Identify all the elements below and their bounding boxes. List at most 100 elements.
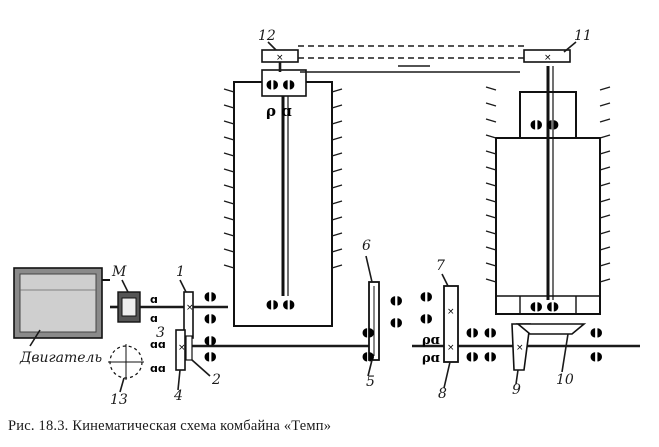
rib <box>485 262 497 267</box>
coupling-m <box>110 291 141 323</box>
svg-text:◖◗: ◖◗ <box>466 325 479 339</box>
rib <box>331 216 343 221</box>
figure-caption: Рис. 18.3. Кинематическая схема комбайна… <box>8 418 332 434</box>
rib <box>331 184 343 189</box>
svg-text:◖◗: ◖◗ <box>204 311 217 325</box>
svg-text:◖◗: ◖◗ <box>590 349 603 363</box>
svg-text:×: × <box>544 53 552 63</box>
rib <box>599 118 611 123</box>
rib <box>599 166 611 171</box>
rib <box>599 198 611 203</box>
rib <box>223 200 235 205</box>
rib <box>223 264 235 269</box>
label-5: 5 <box>366 374 375 390</box>
rib <box>599 134 611 139</box>
label-12: 12 <box>258 28 276 44</box>
svg-text:ρɑ: ρɑ <box>422 351 440 366</box>
svg-text:×: × <box>178 343 186 353</box>
rib <box>599 182 611 187</box>
label-4: 4 <box>173 388 183 404</box>
rib <box>331 264 343 269</box>
coupling-leader <box>121 279 129 293</box>
rib <box>485 166 497 171</box>
svg-text:◖◗ ◖◗: ◖◗ ◖◗ <box>530 299 559 313</box>
engine-leader <box>29 329 41 347</box>
rib <box>223 152 235 157</box>
svg-text:×: × <box>276 53 284 63</box>
rib <box>485 134 497 139</box>
label-9: 9 <box>512 382 521 398</box>
engine-label: Двигатель <box>19 350 102 366</box>
chain-drive-top: × × <box>261 45 571 73</box>
label-7: 7 <box>436 258 445 274</box>
gear-9-10: × ◖◗ ◖◗ ◖◗ ◖◗ <box>484 323 603 371</box>
svg-text:◖◗: ◖◗ <box>420 289 433 303</box>
label-13: 13 <box>110 392 128 408</box>
label-3: 3 <box>156 325 165 341</box>
svg-text:ρɑ: ρɑ <box>422 333 440 348</box>
bearing-left-lower: ɑɑ ɑɑ <box>150 338 166 375</box>
svg-text:ɑɑ: ɑɑ <box>150 338 166 351</box>
rib <box>223 184 235 189</box>
drum-right: ◖◗ ◖◗ ◖◗ ◖◗ <box>495 66 601 315</box>
svg-text:◖◗: ◖◗ <box>484 349 497 363</box>
svg-text:◖◗: ◖◗ <box>590 325 603 339</box>
svg-text:◖◗: ◖◗ <box>466 349 479 363</box>
rib <box>223 120 235 125</box>
gear-6-5: ◖◗ ◖◗ ◖◗ ◖◗ <box>362 281 403 363</box>
drum-left-hatching <box>223 88 343 269</box>
rib <box>331 168 343 173</box>
rib <box>331 88 343 93</box>
svg-text:×: × <box>447 307 455 317</box>
svg-text:◖◗: ◖◗ <box>362 349 375 363</box>
drum-left-bottom-bearing: ◖◗ ◖◗ <box>266 297 295 311</box>
svg-text:◖◗ ◖◗: ◖◗ ◖◗ <box>530 117 559 131</box>
drum-left-top-bearing: ◖◗ ◖◗ ρ ɑ <box>261 69 307 120</box>
svg-text:×: × <box>516 343 524 353</box>
rib <box>485 278 497 283</box>
svg-text:×: × <box>186 303 194 313</box>
rib <box>599 262 611 267</box>
rib <box>485 102 497 107</box>
rib <box>331 248 343 253</box>
label-2: 2 <box>211 372 221 388</box>
label-10: 10 <box>556 372 574 388</box>
rib <box>599 230 611 235</box>
svg-text:◖◗: ◖◗ <box>204 333 217 347</box>
rib <box>331 200 343 205</box>
rib <box>485 86 497 91</box>
rib <box>485 246 497 251</box>
svg-text:ɑɑ: ɑɑ <box>150 362 166 375</box>
svg-text:◖◗: ◖◗ <box>204 349 217 363</box>
rib <box>485 182 497 187</box>
svg-text:×: × <box>447 343 455 353</box>
rib <box>331 120 343 125</box>
sprocket-13 <box>108 344 144 380</box>
svg-text:ɑ: ɑ <box>150 312 158 325</box>
gear-7-8: ◖◗ ◖◗ ρɑ ρɑ × × ◖◗ ◖◗ <box>420 285 479 366</box>
svg-text:◖◗: ◖◗ <box>390 293 403 307</box>
rib <box>485 214 497 219</box>
label-1: 1 <box>176 264 185 280</box>
rib <box>331 104 343 109</box>
rib <box>599 246 611 251</box>
svg-text:◖◗: ◖◗ <box>484 325 497 339</box>
label-11: 11 <box>574 28 592 44</box>
label-8: 8 <box>438 386 447 402</box>
gear-2 <box>185 335 193 361</box>
coupling-label: М <box>111 264 127 280</box>
rib <box>599 278 611 283</box>
rib <box>223 248 235 253</box>
svg-text:◖◗: ◖◗ <box>362 325 375 339</box>
rib <box>223 216 235 221</box>
rib <box>485 198 497 203</box>
gear-3 <box>175 329 186 371</box>
rib <box>223 136 235 141</box>
rib <box>331 136 343 141</box>
svg-text:ρ ɑ: ρ ɑ <box>266 102 292 120</box>
rib <box>485 230 497 235</box>
drum-right-hatching <box>485 86 611 283</box>
svg-text:◖◗ ◖◗: ◖◗ ◖◗ <box>266 77 295 91</box>
bearing-pair-a: ◖◗ ◖◗ ◖◗ ◖◗ <box>204 289 217 363</box>
rib <box>599 102 611 107</box>
